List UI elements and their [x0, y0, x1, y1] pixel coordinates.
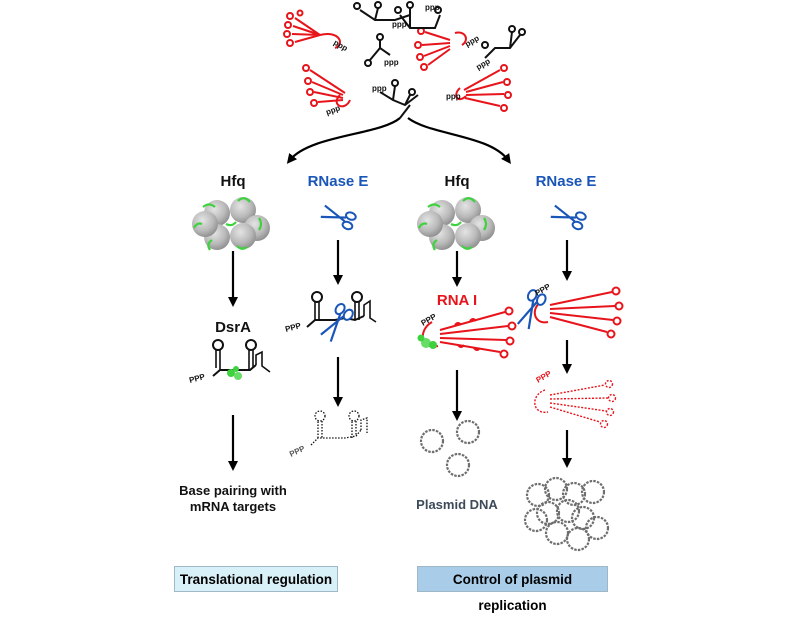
ppp-label-degraded-black: PPP: [288, 444, 307, 459]
ppp-label-black-cleavage: PPP: [284, 321, 302, 334]
black-rna-5: [379, 79, 419, 119]
black-rna-3: [364, 33, 391, 67]
label-hfq-right: Hfq: [444, 173, 470, 190]
curved-arrow-left: [286, 117, 401, 164]
plasmid-circles-few: [419, 419, 481, 478]
box-translational-regulation: Translational regulation: [174, 566, 338, 592]
rna-i-with-hfq: [417, 306, 517, 359]
label-dsra: DsrA: [215, 319, 251, 336]
black-rna-2: [394, 1, 442, 29]
red-rna-4: [455, 64, 512, 112]
label-hfq-left: Hfq: [220, 173, 246, 190]
label-rnase-e-right: RNase E: [535, 173, 597, 190]
scissors-icon: [320, 204, 357, 231]
plasmid-circles-many: [523, 476, 610, 552]
ppp-label-degraded-red: PPP: [535, 369, 554, 385]
svg-text:ppp: ppp: [446, 92, 461, 101]
degraded-red-rna: [534, 379, 617, 429]
red-rna-cleavage: [533, 286, 624, 339]
label-base-pairing: Base pairing with mRNA targets: [179, 483, 287, 514]
label-plasmid-dna: Plasmid DNA: [416, 497, 498, 512]
svg-text:ppp: ppp: [372, 84, 387, 93]
red-rna-2: [414, 27, 467, 71]
svg-text:ppp: ppp: [425, 3, 440, 12]
rna-pool-cluster: ppp ppp ppp ppp ppp ppp ppp ppp ppp: [283, 1, 526, 119]
hfq-hexamer-right: [417, 197, 495, 251]
red-rna-3: [302, 64, 351, 108]
scissors-icon-cutting: [320, 302, 354, 342]
svg-text:ppp: ppp: [475, 57, 492, 72]
svg-text:ppp: ppp: [392, 20, 407, 29]
box-control-plasmid-replication: Control of plasmid replication: [417, 566, 608, 613]
svg-text:ppp: ppp: [325, 103, 342, 117]
hfq-hexamer-left: [192, 197, 270, 251]
scissors-icon-cutting-right: [516, 289, 547, 330]
svg-text:ppp: ppp: [332, 38, 349, 53]
curved-arrow-right: [407, 117, 511, 165]
dsra-rna-with-hfq: [212, 339, 271, 380]
black-rna-cleavage: [306, 291, 377, 328]
ppp-label-dsra: PPP: [188, 372, 206, 385]
black-rna-4: [481, 25, 526, 59]
red-rna-1: [283, 9, 341, 49]
label-rna-i: RNA I: [436, 292, 478, 309]
diagram-canvas: ppp ppp ppp ppp ppp ppp ppp ppp ppp: [188, 1, 624, 552]
svg-text:ppp: ppp: [384, 58, 399, 67]
label-rnase-e-left: RNase E: [307, 173, 369, 190]
scissors-icon-right: [550, 204, 587, 231]
degraded-black-rna: [310, 410, 368, 446]
